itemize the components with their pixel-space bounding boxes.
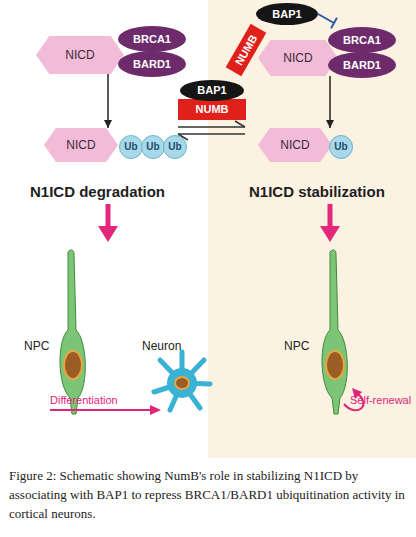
right-panel	[208, 0, 416, 458]
node-shape	[226, 24, 267, 76]
nucleus	[64, 351, 82, 379]
flow-arrow	[328, 204, 333, 228]
node-shape	[164, 136, 187, 159]
neuron-cell	[154, 352, 210, 410]
node-shape	[258, 40, 338, 76]
protein-ellipse: BARD1	[328, 52, 396, 78]
node-shape	[256, 3, 318, 25]
node-label: Ub	[334, 142, 347, 152]
cell-label: Neuron	[142, 340, 181, 353]
equilibrium-barb	[235, 121, 245, 127]
node-label: Ub	[124, 142, 137, 152]
protein-ellipse: BRCA1	[118, 26, 186, 52]
process-label: Self-renewal	[350, 394, 411, 406]
cell-label: NPC	[24, 340, 49, 353]
node-shape	[120, 136, 143, 159]
equilibrium-arrow	[178, 133, 245, 135]
node-shape	[258, 128, 332, 162]
section-heading: N1ICD degradation	[30, 184, 165, 201]
node-label: Ub	[168, 142, 181, 152]
ubiquitin-circle: Ub	[141, 135, 165, 159]
ubiquitin-circle: Ub	[119, 135, 143, 159]
node-shape	[36, 36, 124, 74]
node-label: BRCA1	[133, 34, 171, 45]
npc-cell	[322, 250, 347, 414]
protein-hexagon: NICD	[44, 128, 118, 162]
protein-ellipse: BRCA1	[328, 27, 396, 53]
node-shape	[44, 128, 118, 162]
node-shape	[330, 136, 353, 159]
ubiquitin-circle: Ub	[163, 135, 187, 159]
npc-cell	[60, 250, 85, 414]
flow-arrow	[106, 204, 111, 228]
node-label: NUMB	[196, 104, 229, 115]
arrow-line	[107, 74, 109, 128]
node-label: NICD	[65, 49, 94, 61]
node-label: NICD	[283, 52, 312, 64]
cell-body	[60, 250, 85, 414]
protein-ellipse: BAP1	[256, 3, 318, 25]
node-shape	[118, 51, 186, 77]
arrowhead	[104, 120, 112, 128]
node-label: NICD	[280, 139, 309, 151]
node-label: Ub	[146, 142, 159, 152]
protein-hexagon: NICD	[36, 36, 124, 74]
node-label: BARD1	[133, 59, 171, 70]
node-shape	[118, 26, 186, 52]
protein-ellipse: BARD1	[118, 51, 186, 77]
differentiation-arrow	[50, 409, 152, 411]
node-shape	[328, 52, 396, 78]
protein-hexagon: NICD	[258, 128, 332, 162]
figure-caption: Figure 2: Schematic showing NumB's role …	[9, 466, 407, 523]
equilibrium-arrow	[178, 126, 245, 128]
node-label: BRCA1	[343, 35, 381, 46]
flow-arrowhead	[320, 226, 340, 242]
cell-body	[322, 250, 347, 414]
arrow-line	[329, 76, 331, 128]
ubiquitin-circle: Ub	[329, 135, 353, 159]
inhibition-bar	[331, 18, 337, 28]
process-label: Differentiation	[50, 394, 118, 406]
node-label: BARD1	[343, 60, 381, 71]
node-shape	[142, 136, 165, 159]
section-heading: N1ICD stabilization	[249, 184, 385, 201]
nucleus	[326, 351, 344, 379]
node-label: NICD	[66, 139, 95, 151]
protein-ellipse: BAP1	[180, 80, 244, 101]
node-shape	[328, 27, 396, 53]
node-shape	[178, 99, 246, 120]
differentiation-arrowhead	[150, 405, 161, 415]
node-label: BAP1	[197, 85, 226, 96]
node-label: BAP1	[272, 9, 301, 20]
nucleus	[175, 377, 189, 389]
inhibition-line	[318, 14, 334, 23]
node-shape	[180, 80, 244, 101]
flow-arrowhead	[98, 226, 118, 242]
cell-label: NPC	[284, 340, 309, 353]
protein-box: NUMB	[178, 99, 246, 120]
arrowhead	[326, 120, 334, 128]
soma	[167, 368, 197, 398]
protein-hexagon: NICD	[258, 40, 338, 76]
